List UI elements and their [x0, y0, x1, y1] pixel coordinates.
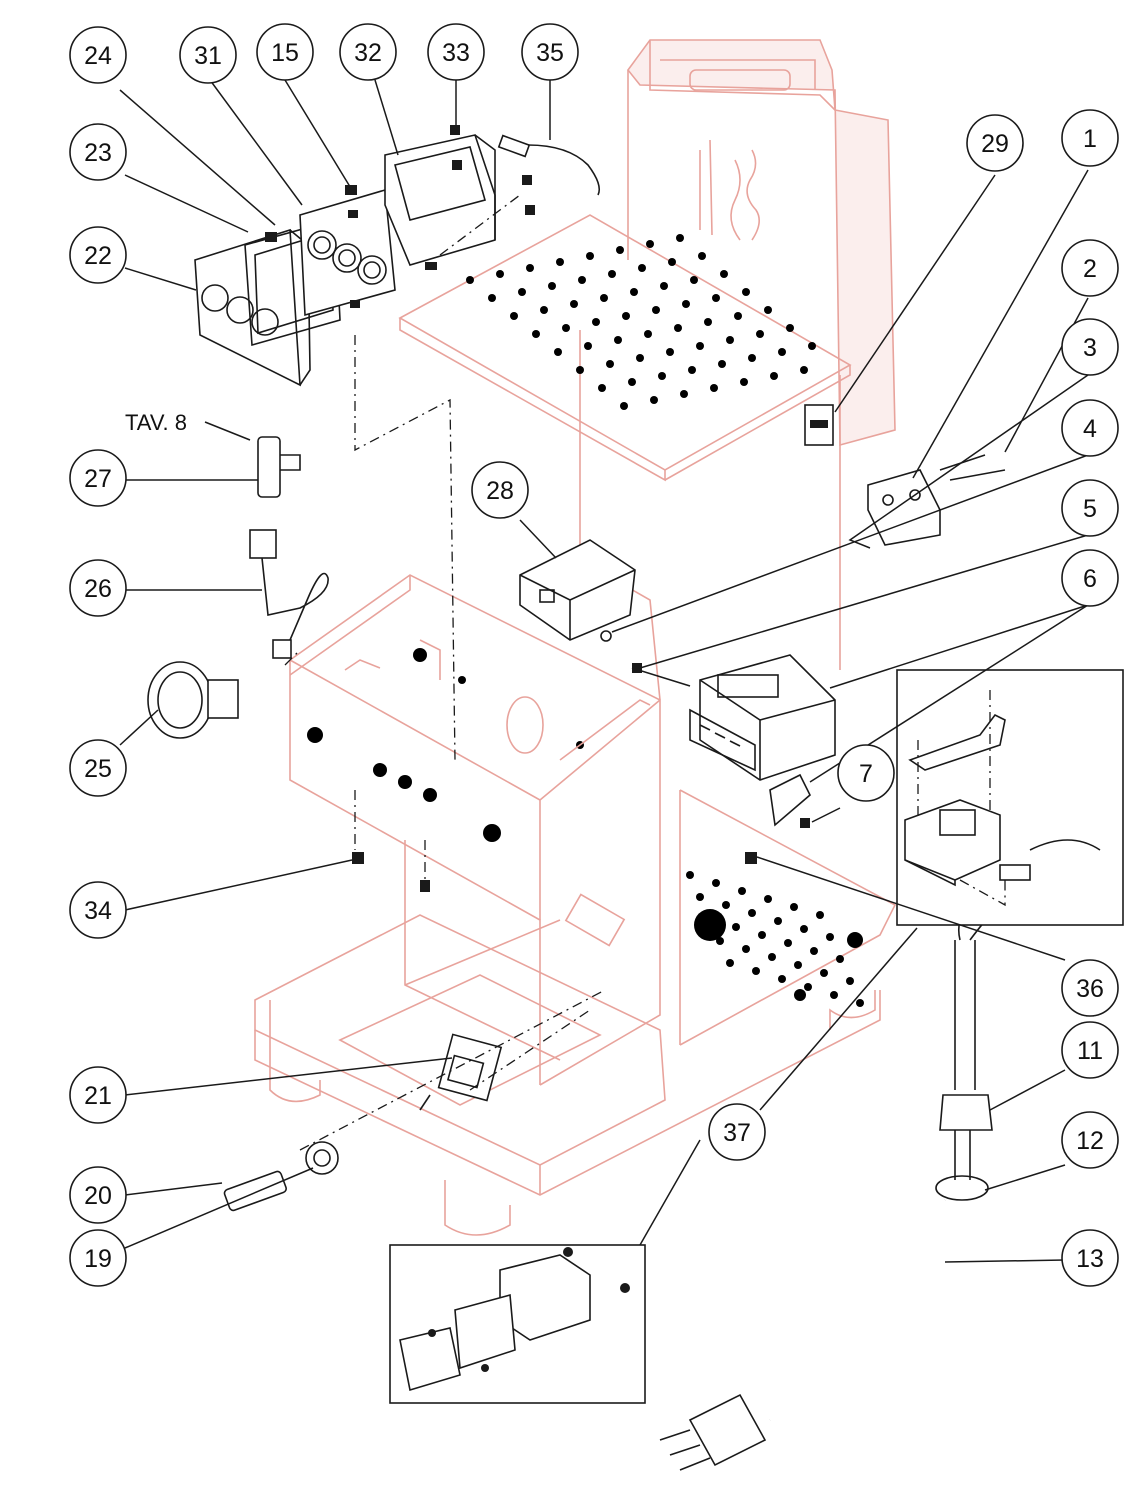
relay-28	[519, 539, 636, 642]
machine-frame	[254, 39, 897, 1236]
callout-28: 28	[471, 461, 529, 519]
callout-number: 28	[486, 477, 514, 505]
callout-number: 11	[1077, 1037, 1103, 1065]
front-panel-22	[194, 228, 311, 387]
callout-number: 26	[84, 575, 112, 603]
callout-34: 34	[69, 881, 127, 939]
lamp-19	[305, 1141, 339, 1175]
callout-23: 23	[69, 123, 127, 181]
callout-number: 19	[84, 1245, 112, 1273]
callout-5: 5	[1061, 479, 1119, 537]
callout-2: 2	[1061, 239, 1119, 297]
callout-number: 36	[1076, 975, 1104, 1003]
callout-number: 15	[271, 39, 299, 67]
callout-29: 29	[966, 114, 1024, 172]
callout-35: 35	[521, 23, 579, 81]
callout-number: 24	[84, 42, 112, 70]
reference-label: TAV. 8	[125, 410, 187, 435]
callout-15: 15	[256, 23, 314, 81]
callout-21: 21	[69, 1066, 127, 1124]
base-frame	[254, 789, 897, 1236]
callout-26: 26	[69, 559, 127, 617]
callout-1: 1	[1061, 109, 1119, 167]
callout-number: 29	[981, 130, 1009, 158]
callout-number: 1	[1083, 125, 1097, 153]
callout-number: 34	[84, 897, 112, 925]
callout-number: 2	[1083, 255, 1097, 283]
callout-number: 33	[442, 39, 470, 67]
callout-number: 21	[84, 1082, 112, 1110]
wiring-35	[497, 134, 601, 196]
callout-number: 20	[84, 1182, 112, 1210]
callout-6: 6	[1061, 549, 1119, 607]
callout-20: 20	[69, 1166, 127, 1224]
callout-37: 37	[708, 1103, 766, 1161]
perforations	[466, 234, 864, 1007]
callout-12: 12	[1061, 1111, 1119, 1169]
callout-number: 5	[1083, 495, 1097, 523]
callout-number: 25	[84, 755, 112, 783]
callout-24: 24	[69, 26, 127, 84]
callout-22: 22	[69, 226, 127, 284]
leader-lines	[119, 79, 1089, 1263]
gauge-25	[147, 661, 239, 739]
fuse-20	[223, 1170, 287, 1212]
switch-21	[419, 1033, 503, 1111]
callout-36: 36	[1061, 959, 1119, 1017]
callout-number: 4	[1083, 415, 1097, 443]
control-box-5-6	[631, 654, 836, 827]
callout-number: 6	[1083, 565, 1097, 593]
callout-7: 7	[837, 744, 895, 802]
callout-number: 23	[84, 139, 112, 167]
callout-number: 22	[84, 242, 112, 270]
cup-tray	[398, 214, 852, 482]
callout-25: 25	[69, 739, 127, 797]
callout-number: 35	[536, 39, 564, 67]
callout-31: 31	[179, 26, 237, 84]
water-tank	[626, 39, 896, 447]
connector-29	[804, 404, 834, 446]
callout-13: 13	[1061, 1229, 1119, 1287]
callout-32: 32	[339, 23, 397, 81]
fitting-27	[257, 436, 301, 498]
callout-33: 33	[427, 23, 485, 81]
callout-number: 7	[859, 760, 873, 788]
assembly-centerlines	[284, 194, 606, 1151]
callout-19: 19	[69, 1229, 127, 1287]
callout-27: 27	[69, 449, 127, 507]
terminal-block-1	[867, 454, 1006, 546]
inset-display	[389, 1244, 646, 1404]
callout-4: 4	[1061, 399, 1119, 457]
capillary-26	[249, 529, 329, 659]
callout-number: 13	[1076, 1245, 1104, 1273]
callout-number: 32	[354, 39, 382, 67]
callout-3: 3	[1061, 318, 1119, 376]
callout-number: 37	[723, 1119, 751, 1147]
callout-number: 31	[194, 42, 222, 70]
callout-number: 12	[1076, 1127, 1104, 1155]
switch-plate-31	[265, 185, 437, 317]
callout-number: 27	[84, 465, 112, 493]
inset-electronics	[896, 669, 1124, 926]
callout-11: 11	[1061, 1021, 1119, 1079]
screws	[352, 663, 810, 892]
callout-number: 3	[1083, 334, 1097, 362]
power-cord	[659, 899, 996, 1471]
housing-32	[384, 125, 535, 266]
